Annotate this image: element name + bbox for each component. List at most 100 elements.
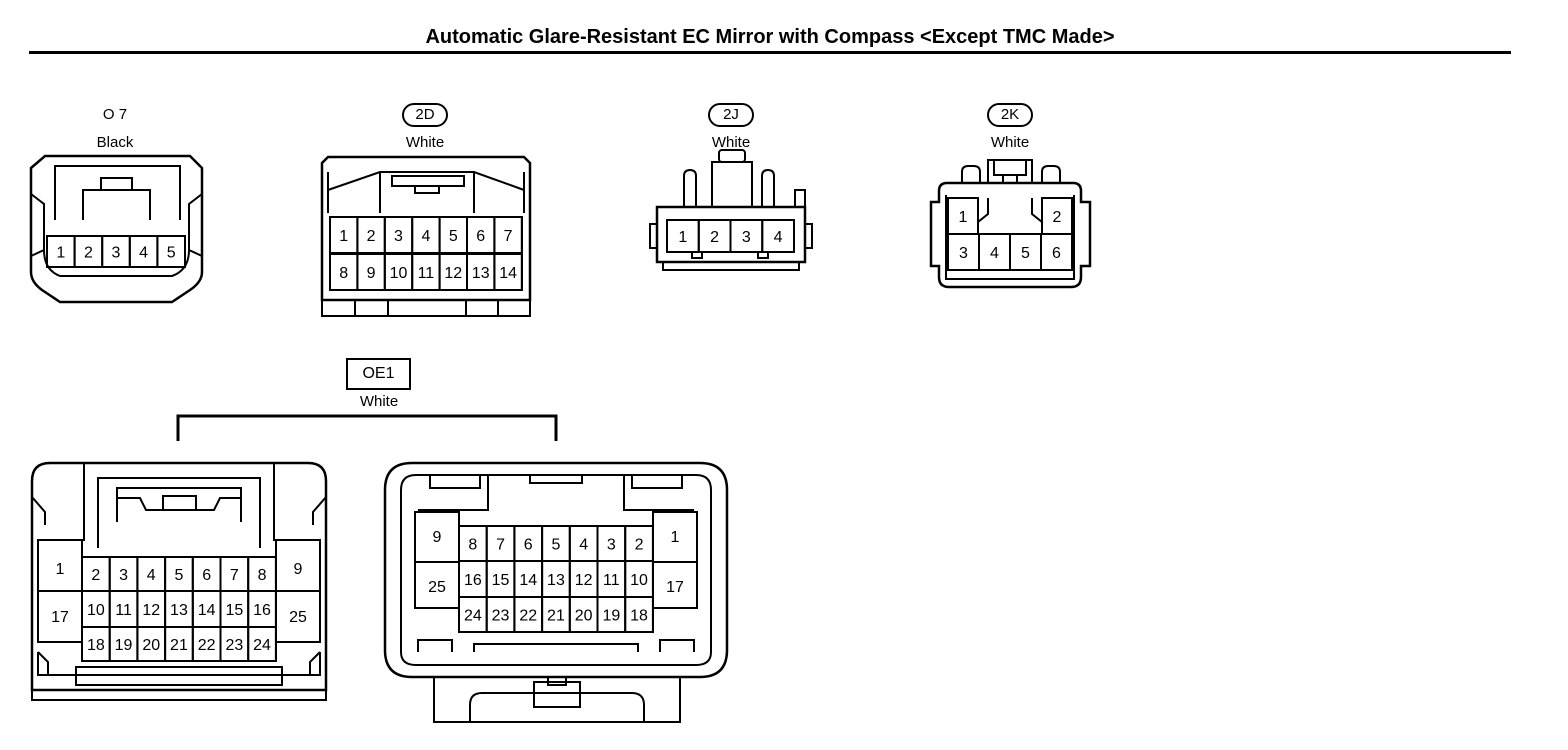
oe1-right-pin-23: 23 [492, 608, 510, 625]
oe1-right-pin-9: 9 [433, 529, 442, 546]
oe1-right-pin-7: 7 [496, 537, 505, 554]
2d-pin-4: 4 [421, 228, 430, 245]
oe1-right-pin-1: 1 [671, 529, 680, 546]
2d-pin-14-cell [493, 253, 523, 291]
oe1-left-pin-22: 22 [198, 637, 216, 654]
o7-pin-4: 4 [139, 245, 148, 262]
oe1-left-pin-15: 15 [225, 602, 243, 619]
oe1-left-pin-3: 3 [119, 567, 128, 584]
o7-color-label: Black [96, 134, 134, 151]
2d-pin-7: 7 [504, 228, 513, 245]
oe1-right-pin-13: 13 [547, 572, 565, 589]
oe1-bracket [176, 414, 558, 441]
oe1-left-pin-13: 13 [170, 602, 188, 619]
oe1-left-pin-6: 6 [202, 567, 211, 584]
2d-pin-2: 2 [367, 228, 376, 245]
oe1-right-pin-10: 10 [630, 572, 648, 589]
oe1-left-pin-14: 14 [198, 602, 216, 619]
oe1-left-pin-1: 1 [56, 561, 65, 578]
title-rule [29, 51, 1511, 54]
2j-color-label: White [711, 134, 751, 151]
oe1-left-pin-19: 19 [115, 637, 133, 654]
2j-code-tag: 2J [708, 103, 754, 127]
oe1-color-label: White [359, 393, 399, 410]
oe1-left-pin-4: 4 [147, 567, 156, 584]
oe1-left-pin-5: 5 [174, 567, 183, 584]
2d-pin-6: 6 [476, 228, 485, 245]
2d-pin-12: 12 [444, 265, 462, 282]
2k-pin-3: 3 [959, 245, 968, 262]
2d-pin-13: 13 [472, 265, 490, 282]
oe1-right-pin-17: 17 [666, 579, 684, 596]
2k-color-label: White [990, 134, 1030, 151]
2d-color-label: White [405, 134, 445, 151]
oe1-left-pin-12: 12 [142, 602, 160, 619]
oe1-left-pin-10: 10 [87, 602, 105, 619]
oe1-left-pin-16: 16 [253, 602, 271, 619]
oe1-right-pin-20: 20 [575, 608, 593, 625]
o7-pin-5-cell [156, 235, 186, 268]
oe1-right-pin-12: 12 [575, 572, 593, 589]
2d-pin-8: 8 [339, 265, 348, 282]
2k-code-tag: 2K [987, 103, 1033, 127]
oe1-left-pin-7: 7 [230, 567, 239, 584]
2j-pin-1: 1 [678, 229, 687, 246]
2d-pin-5: 5 [449, 228, 458, 245]
oe1-left-pin-2: 2 [91, 567, 100, 584]
connector-o7: 1 2 3 4 5 [29, 154, 204, 304]
2k-pin-1: 1 [959, 209, 968, 226]
2k-pin-4: 4 [990, 245, 999, 262]
oe1-right-pin-3: 3 [607, 537, 616, 554]
2j-pin-3: 3 [742, 229, 751, 246]
oe1-right-pin-19: 19 [602, 608, 620, 625]
o7-pin-1: 1 [56, 245, 65, 262]
o7-pin-5: 5 [167, 245, 176, 262]
oe1-left-pin-11: 11 [115, 602, 132, 619]
2d-pin-1: 1 [339, 228, 348, 245]
oe1-right-pin-4: 4 [579, 537, 588, 554]
2d-code-tag: 2D [402, 103, 448, 127]
oe1-right-pin-18: 18 [630, 608, 648, 625]
oe1-right-pin-16: 16 [464, 572, 482, 589]
2d-pin-11: 11 [418, 265, 435, 282]
oe1-left-pin-21: 21 [170, 637, 188, 654]
oe1-right-pin-11: 11 [603, 572, 620, 589]
2d-pin-3: 3 [394, 228, 403, 245]
oe1-right-pin-14: 14 [519, 572, 537, 589]
oe1-left-pin-9: 9 [294, 561, 303, 578]
oe1-left-pin-17: 17 [51, 609, 69, 626]
oe1-left-pin-24-cell [247, 626, 277, 662]
oe1-right-pin-5: 5 [551, 537, 560, 554]
oe1-left-pin-24: 24 [253, 637, 271, 654]
oe1-right-pin-18-cell [624, 596, 654, 633]
2k-pin-6-cell [1040, 233, 1073, 271]
o7-pin-3: 3 [112, 245, 121, 262]
oe1-right-pin-2: 2 [635, 537, 644, 554]
diagram-title: Automatic Glare-Resistant EC Mirror with… [425, 26, 1115, 48]
2k-pin-5: 5 [1021, 245, 1030, 262]
oe1-right-pin-6: 6 [524, 537, 533, 554]
oe1-right-pin-25: 25 [428, 579, 446, 596]
2j-pin-4-cell [761, 219, 795, 253]
oe1-left-pin-18: 18 [87, 637, 105, 654]
2k-pin-2: 2 [1053, 209, 1062, 226]
2k-pin-6: 6 [1052, 245, 1061, 262]
oe1-right-pin-8: 8 [468, 537, 477, 554]
oe1-left-pin-23: 23 [225, 637, 243, 654]
oe1-right-pin-22: 22 [519, 608, 537, 625]
oe1-code-tag: OE1 [346, 358, 411, 390]
oe1-left-pin-25: 25 [289, 609, 307, 626]
connector-2k: 1 2 3 4 5 6 [929, 159, 1092, 289]
2d-pin-14: 14 [499, 265, 517, 282]
oe1-right-pin-24: 24 [464, 608, 482, 625]
2d-pin-10: 10 [390, 265, 408, 282]
oe1-right-pin-15: 15 [492, 572, 510, 589]
o7-code-label: O 7 [102, 106, 128, 123]
o7-pin-2: 2 [84, 245, 93, 262]
oe1-left-pin-8: 8 [258, 567, 267, 584]
